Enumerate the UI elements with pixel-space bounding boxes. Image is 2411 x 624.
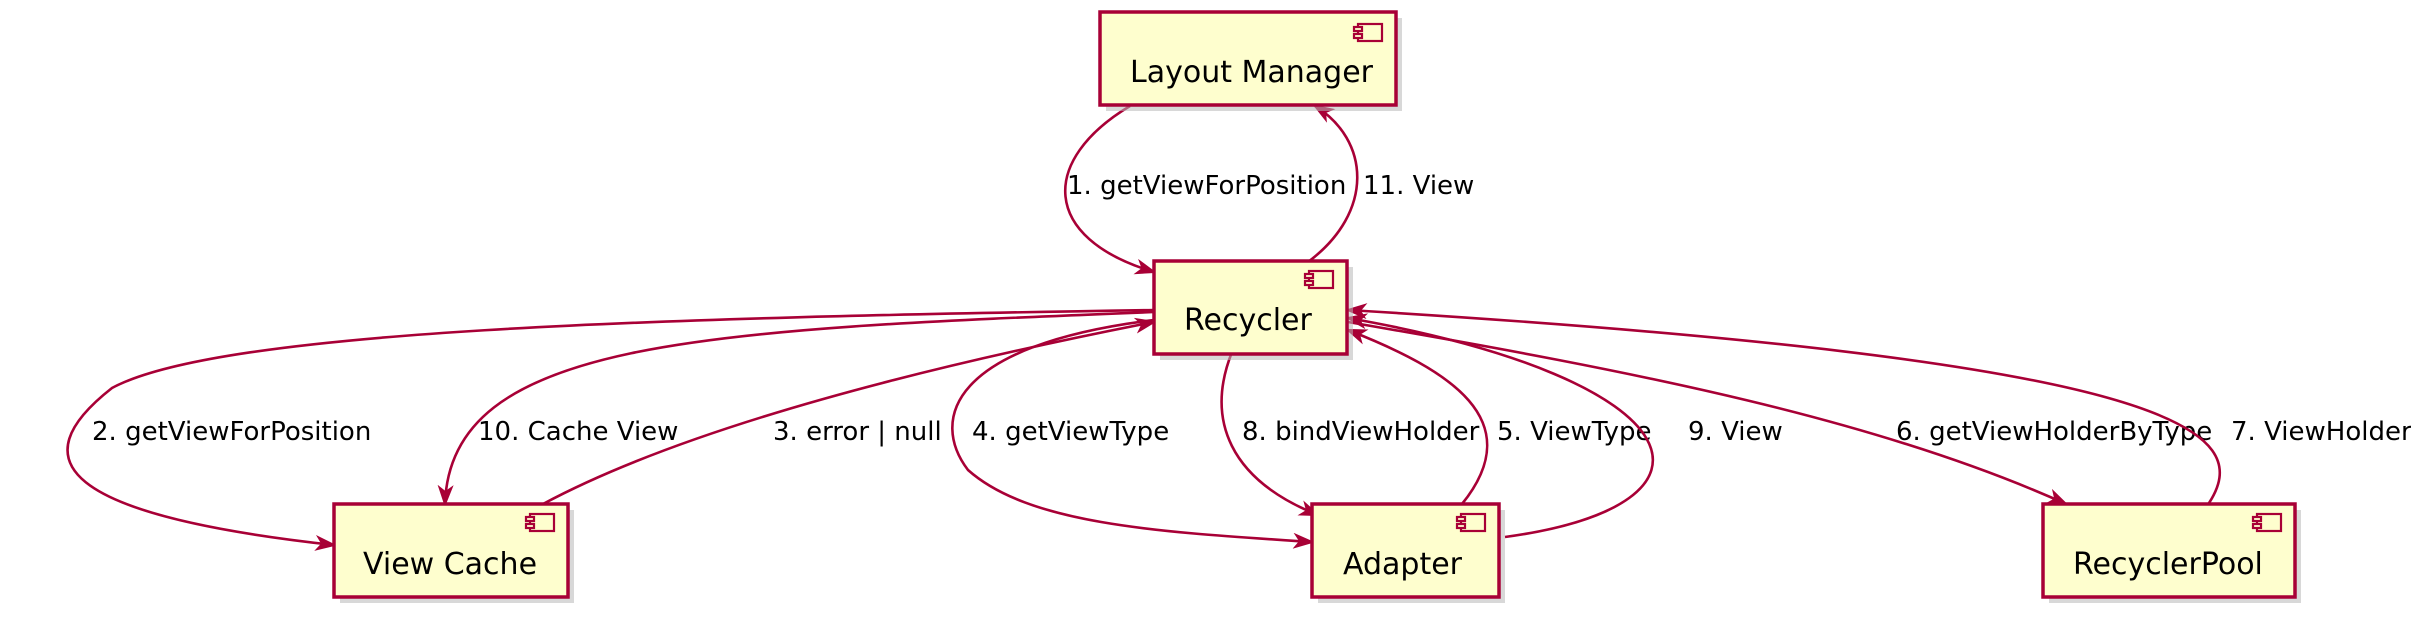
edge-9-view <box>1345 313 1655 539</box>
edge-label-7: 7. ViewHolder <box>2231 417 2411 447</box>
component-icon <box>524 512 556 533</box>
edge-10-cache-view <box>437 310 1155 507</box>
node-recycler: Recycler <box>1152 259 1353 360</box>
edge-4-getviewtype <box>951 318 1315 549</box>
edge-label-5: 5. ViewType <box>1497 417 1652 447</box>
node-recycler-pool: RecyclerPool <box>2041 502 2301 603</box>
node-view-cache: View Cache <box>332 502 574 603</box>
component-icon <box>1455 512 1487 533</box>
node-label-recycler: Recycler <box>1184 303 1312 338</box>
nodes: Layout Manager Recycler View Cache <box>332 10 2301 603</box>
edge-label-2: 2. getViewForPosition <box>92 417 371 447</box>
edge-8-bindviewholder <box>1220 351 1321 517</box>
edge-label-3: 3. error | null <box>773 417 942 447</box>
edge-2-getviewforposition <box>66 308 1155 551</box>
edge-label-11: 11. View <box>1363 171 1474 201</box>
edge-label-4: 4. getViewType <box>972 417 1169 447</box>
edge-label-10: 10. Cache View <box>478 417 678 447</box>
edge-3-error-null <box>542 317 1157 506</box>
edge-label-1: 1. getViewForPosition <box>1067 171 1346 201</box>
edge-label-8: 8. bindViewHolder <box>1242 417 1480 447</box>
edge-7-viewholder <box>1345 303 2222 507</box>
edge-label-9: 9. View <box>1688 417 1783 447</box>
component-icon <box>2251 512 2283 533</box>
component-icon <box>1352 22 1384 43</box>
node-label-adapter: Adapter <box>1343 547 1463 582</box>
node-label-layout-manager: Layout Manager <box>1130 55 1374 90</box>
edge-1-getviewforposition <box>1064 104 1157 275</box>
node-label-recyclerpool: RecyclerPool <box>2073 547 2263 582</box>
edge-11-view <box>1307 104 1359 264</box>
node-layout-manager: Layout Manager <box>1098 10 1402 111</box>
edge-label-6: 6. getViewHolderByType <box>1896 417 2212 447</box>
node-adapter: Adapter <box>1310 502 1505 603</box>
edge-6-getviewholderbytype <box>1347 320 2069 506</box>
edges: 1. getViewForPosition 2. getViewForPosit… <box>66 104 2411 551</box>
component-icon <box>1303 269 1335 290</box>
node-label-view-cache: View Cache <box>363 547 537 582</box>
edge-5-viewtype <box>1345 328 1489 505</box>
